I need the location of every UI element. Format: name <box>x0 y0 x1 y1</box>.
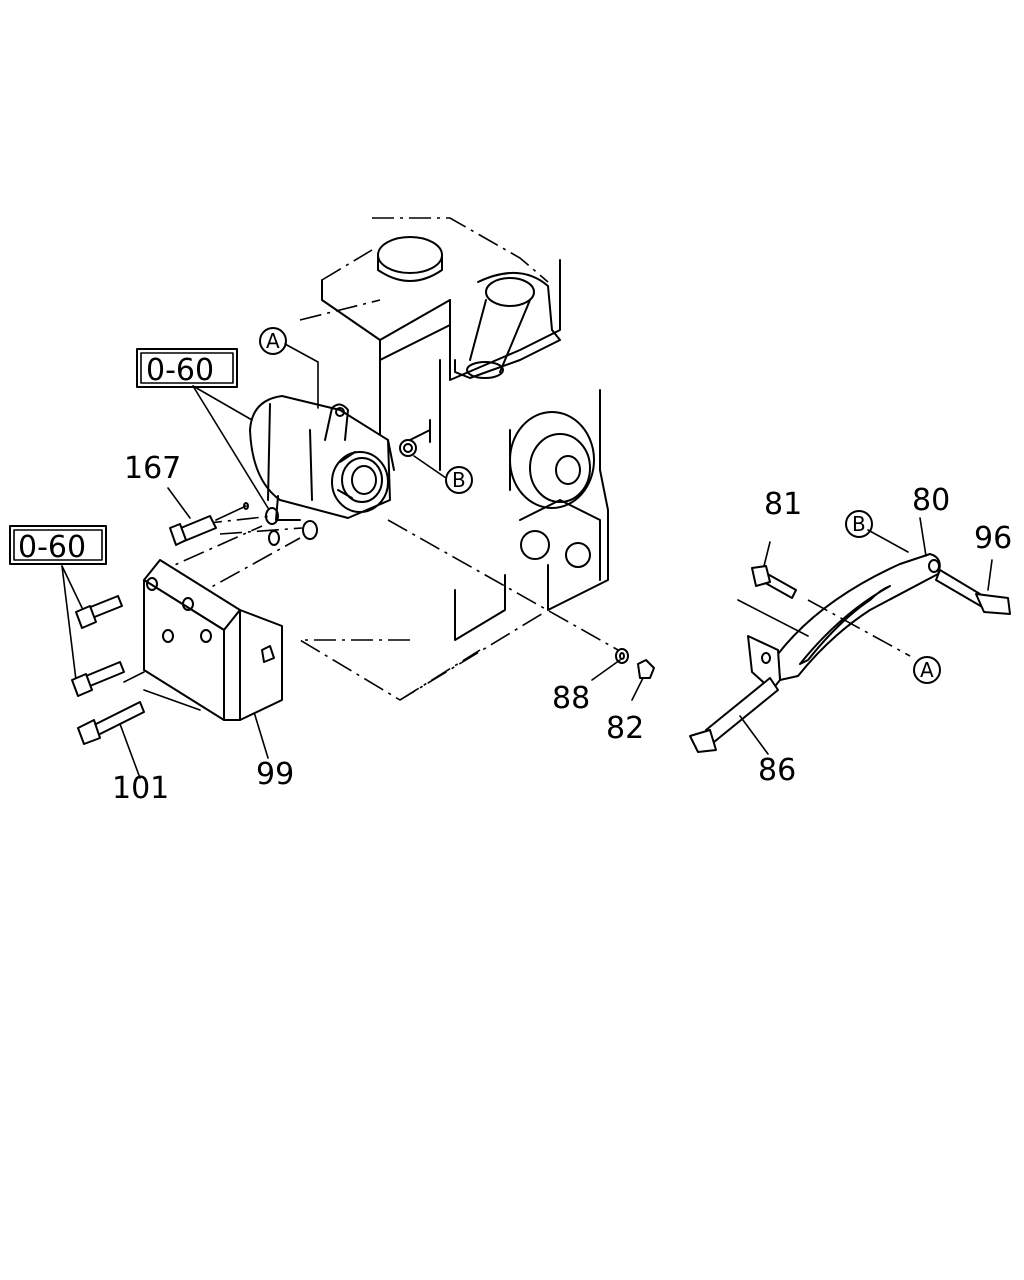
label-81: 81 <box>764 487 802 522</box>
ref-lower-text: 0-60 <box>18 530 86 565</box>
label-101: 101 <box>112 771 169 806</box>
marker-a-bar: A <box>913 656 941 684</box>
bolt-167 <box>169 502 249 546</box>
washer-88-and-nut-82 <box>615 648 655 679</box>
marker-a-alternator: A <box>259 327 287 355</box>
label-82: 82 <box>606 711 644 746</box>
washer-group <box>265 507 318 546</box>
bracket-99 <box>123 559 283 721</box>
svg-text:A: A <box>920 658 934 682</box>
marker-b-engine: B <box>445 466 473 494</box>
label-86: 86 <box>758 753 796 788</box>
ref-upper-text: 0-60 <box>146 353 214 388</box>
marker-b-bar: B <box>845 510 873 538</box>
label-99: 99 <box>256 757 294 792</box>
label-88: 88 <box>552 681 590 716</box>
reference-box-lower: 0-60 <box>9 525 107 565</box>
bolt-101 <box>77 701 145 745</box>
svg-text:A: A <box>266 329 280 353</box>
reference-box-upper: 0-60 <box>136 348 238 388</box>
bolt-upper-0-60 <box>75 595 123 629</box>
alternator <box>249 395 417 521</box>
label-80: 80 <box>912 483 950 518</box>
svg-text:B: B <box>852 512 866 536</box>
adjusting-bar-80 <box>747 517 941 691</box>
label-167: 167 <box>124 451 181 486</box>
bolt-86 <box>689 677 779 755</box>
bolt-lower-0-60 <box>71 661 125 697</box>
bolt-81 <box>737 541 911 657</box>
svg-text:B: B <box>452 468 466 492</box>
bolt-96 <box>935 559 1011 615</box>
part-labels: 167 101 99 88 82 81 80 96 86 <box>112 451 1012 806</box>
label-96: 96 <box>974 521 1012 556</box>
engine-block <box>297 217 609 701</box>
